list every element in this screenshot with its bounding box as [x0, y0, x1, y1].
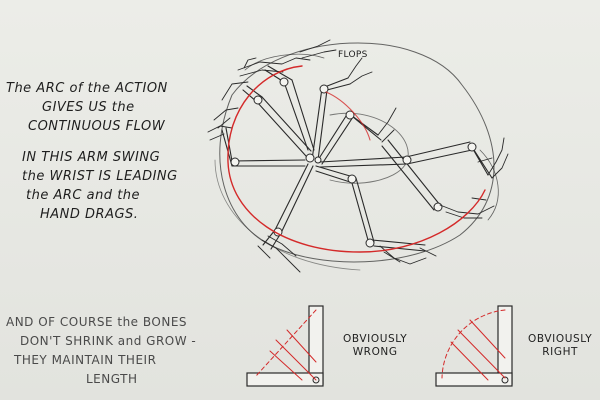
outer-guide-arc — [214, 42, 495, 271]
shoulder-pivot-arc — [329, 112, 409, 184]
note-line: the ARC and the — [26, 188, 141, 203]
bone-horizontal — [435, 372, 513, 387]
note-line: DON'T SHRINK and GROW - — [20, 334, 197, 348]
red-bone-lines — [450, 319, 506, 381]
note-line: LENGTH — [86, 372, 138, 386]
label-line: RIGHT — [542, 346, 579, 358]
label-line: OBVIOUSLY — [528, 333, 593, 345]
label-line: WRONG — [352, 346, 398, 358]
note-line: THEY MAINTAIN THEIR — [14, 353, 157, 367]
note-line: AND OF COURSE the BONES — [6, 315, 188, 329]
note-line: GIVES US the — [42, 100, 135, 115]
note-arc-of-action: The ARC of the ACTION GIVES US the CONTI… — [6, 79, 168, 136]
note-line: the WRIST IS LEADING — [22, 169, 178, 184]
wrong-bone-diagram — [246, 305, 324, 387]
hand-drawings — [207, 39, 509, 273]
red-dashed-line — [255, 309, 317, 377]
right-bone-diagram — [435, 305, 513, 387]
note-arm-swing: IN THIS ARM SWING the WRIST IS LEADING t… — [22, 148, 178, 224]
upper-arm-bones — [231, 79, 408, 234]
obviously-wrong-label: OBVIOUSLY WRONG — [343, 333, 407, 359]
label-line: OBVIOUSLY — [343, 333, 408, 345]
red-arc-path — [227, 65, 486, 253]
flops-label: FLOPS — [338, 50, 368, 60]
elbow-joints — [230, 77, 477, 248]
bone-vertical — [308, 305, 324, 385]
elbow-joint — [501, 376, 509, 384]
obviously-right-label: OBVIOUSLY RIGHT — [528, 333, 592, 359]
note-line: HAND DRAGS. — [40, 207, 139, 222]
note-line: IN THIS ARM SWING — [22, 150, 161, 165]
note-bones-length: AND OF COURSE the BONES DON'T SHRINK and… — [6, 313, 196, 389]
note-line: CONTINUOUS FLOW — [28, 119, 166, 134]
forearm-bones — [221, 65, 493, 252]
motion-swirl-lines — [244, 53, 499, 221]
red-bone-lines — [269, 329, 317, 381]
note-line: The ARC of the ACTION — [6, 81, 168, 96]
bone-horizontal — [246, 372, 324, 387]
